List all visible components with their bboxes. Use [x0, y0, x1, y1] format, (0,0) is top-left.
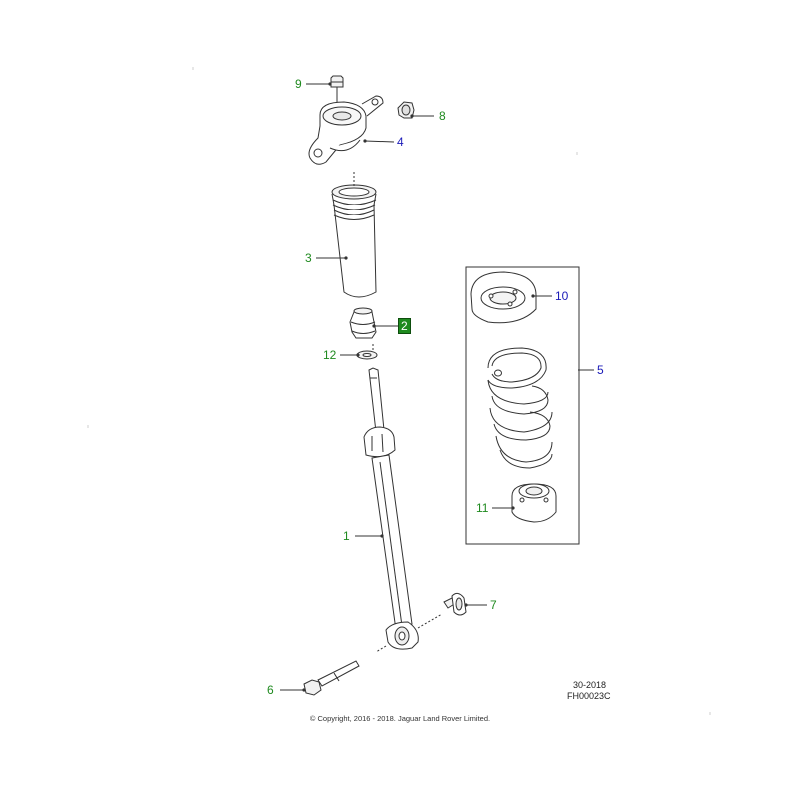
part-2-bump-stop[interactable]	[349, 307, 377, 339]
part-5-coil-spring[interactable]	[487, 347, 553, 469]
callout-9[interactable]: 9	[295, 77, 302, 91]
callout-6[interactable]: 6	[267, 683, 274, 697]
part-11-lower-seat[interactable]	[511, 483, 557, 523]
callout-12[interactable]: 12	[323, 348, 337, 362]
part-6-bolt[interactable]	[303, 660, 360, 696]
part-8-nut[interactable]	[397, 101, 415, 119]
part-3-dust-boot[interactable]	[331, 172, 377, 298]
callout-11[interactable]: 11	[476, 501, 489, 515]
part-1-damper[interactable]	[363, 344, 443, 653]
page-marks	[87, 67, 711, 715]
part-7-bushing[interactable]	[443, 592, 467, 616]
copyright-notice: © Copyright, 2016 - 2018. Jaguar Land Ro…	[309, 714, 491, 723]
part-12-washer[interactable]	[356, 350, 378, 360]
callout-7[interactable]: 7	[490, 598, 497, 612]
callout-3[interactable]: 3	[305, 251, 312, 265]
callout-1[interactable]: 1	[343, 529, 350, 543]
leader-dots	[302, 82, 535, 692]
date-code: 30-2018	[573, 680, 607, 690]
callout-8[interactable]: 8	[439, 109, 446, 123]
figure-code: FH00023C	[567, 691, 611, 701]
callout-5[interactable]: 5	[597, 363, 604, 377]
callout-10[interactable]: 10	[555, 289, 569, 303]
part-4-top-mount[interactable]	[308, 95, 384, 165]
leader-lines	[280, 83, 594, 691]
part-10-spring-seat[interactable]	[470, 271, 537, 324]
callout-4[interactable]: 4	[397, 135, 404, 149]
callout-2[interactable]: 2	[398, 318, 411, 334]
